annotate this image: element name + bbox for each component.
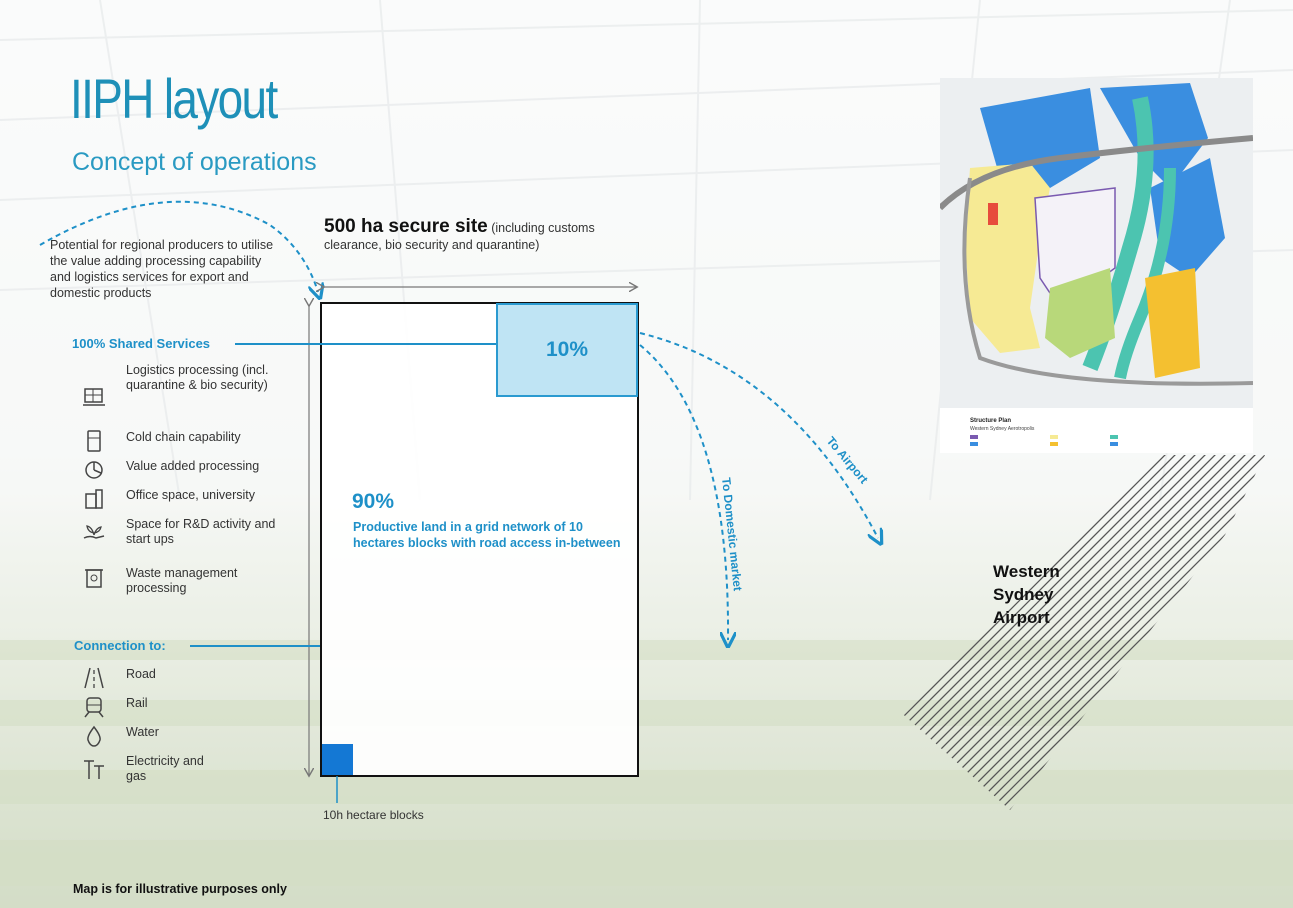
site-note: (including customs clearance, bio securi… xyxy=(324,221,595,252)
productive-text: Productive land in a grid network of 10 … xyxy=(353,520,621,550)
water-drop-icon xyxy=(87,725,101,747)
site-heading: 500 ha secure site (including customs cl… xyxy=(324,216,614,254)
connection-label: Road xyxy=(126,667,156,681)
waste-bin-icon xyxy=(85,569,103,588)
connection-label: Rail xyxy=(126,696,148,710)
connection-label: Water xyxy=(126,725,159,739)
shared-services-area: 10% xyxy=(496,303,638,397)
connection-label: Electricity and gas xyxy=(126,754,204,783)
service-label: Cold chain capability xyxy=(126,430,241,444)
block-label: 10h hectare blocks xyxy=(323,808,424,822)
map-legend-swatches xyxy=(970,435,1118,446)
service-label: Waste management processing xyxy=(126,566,238,595)
airport-line: Airport xyxy=(993,608,1050,627)
service-label: Office space, university xyxy=(126,488,255,502)
domestic-route xyxy=(639,344,728,640)
service-label: Space for R&D activity and start ups xyxy=(126,517,276,546)
cold-chain-icon xyxy=(87,430,101,452)
potential-arrow xyxy=(39,200,318,292)
page-subtitle: Concept of operations xyxy=(72,148,317,176)
map-graphic: Structure Plan Western Sydney Aerotropol… xyxy=(937,78,1254,453)
airport-route-label: To Airport xyxy=(824,434,871,486)
structure-plan-map: Structure Plan Western Sydney Aerotropol… xyxy=(937,78,1254,453)
airport-hatch xyxy=(820,455,1265,810)
page-title: IIPH layout xyxy=(70,67,278,130)
map-legend-subtitle: Western Sydney Aerotropolis xyxy=(970,426,1035,432)
road-icon xyxy=(84,667,104,689)
office-icon xyxy=(85,489,103,509)
airport-label: Western Sydney Airport xyxy=(993,560,1060,629)
airport-line: Western xyxy=(993,562,1060,581)
hectare-block xyxy=(322,744,353,775)
airport-line: Sydney xyxy=(993,585,1054,604)
shared-percent: 10% xyxy=(545,338,589,361)
power-pylon-icon xyxy=(84,760,104,779)
pie-chart-icon xyxy=(85,461,103,479)
site-title: 500 ha secure site xyxy=(324,216,488,237)
service-label: Logistics processing (incl. quarantine &… xyxy=(126,363,269,392)
airport-route xyxy=(639,332,878,538)
productive-percent: 90% xyxy=(352,490,395,513)
logistics-icon xyxy=(83,388,105,406)
service-label: Value added processing xyxy=(126,459,260,473)
shared-services-heading: 100% Shared Services xyxy=(72,336,211,351)
map-legend-title: Structure Plan xyxy=(970,418,1011,424)
rail-icon xyxy=(84,697,104,718)
seedling-hand-icon xyxy=(83,525,105,539)
potential-text: Potential for regional producers to util… xyxy=(50,238,274,300)
disclaimer: Map is for illustrative purposes only xyxy=(73,882,287,896)
connections-heading: Connection to: xyxy=(74,638,166,653)
